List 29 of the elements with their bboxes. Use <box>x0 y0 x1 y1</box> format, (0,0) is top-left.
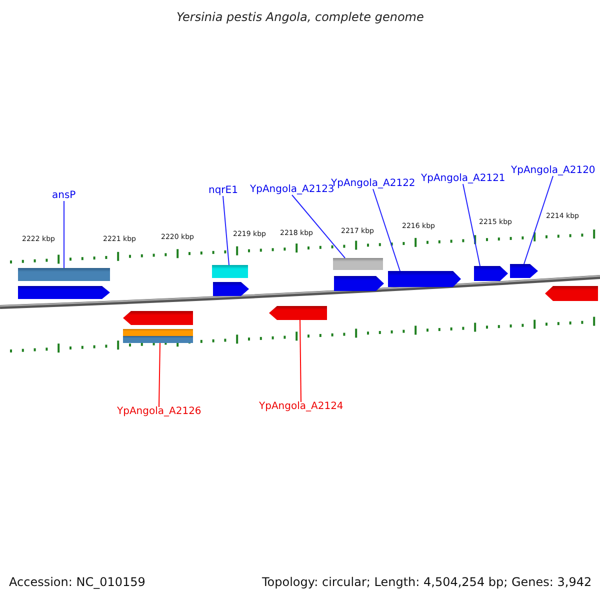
feature-bar <box>123 329 193 343</box>
gene-label: YpAngola_A2120 <box>511 166 596 176</box>
gene-block <box>388 271 461 287</box>
gene-block <box>545 286 598 301</box>
leader-line <box>372 188 400 272</box>
leader-line <box>158 342 160 408</box>
gene-block <box>334 276 384 291</box>
footer-text: Accession: NC_010159 <box>9 576 146 588</box>
feature-bar <box>212 265 248 278</box>
gene-block <box>18 286 110 299</box>
leader-line <box>300 320 302 402</box>
gene-block <box>510 264 538 278</box>
gene-label: ansP <box>52 191 76 201</box>
leader-line <box>462 184 480 266</box>
leader-line <box>222 196 230 266</box>
gene-block <box>269 306 327 320</box>
title: Yersinia pestis Angola, complete genome <box>176 11 424 23</box>
gene-label: YpAngola_A2126 <box>117 407 202 417</box>
gene-block <box>123 311 193 325</box>
leader-line <box>292 194 346 258</box>
feature-bar <box>333 258 383 270</box>
gene-label: nqrE1 <box>208 186 238 196</box>
gene-label: YpAngola_A2124 <box>259 402 344 412</box>
gene-label: YpAngola_A2121 <box>421 174 506 184</box>
gene-block <box>213 282 249 296</box>
leader-line <box>524 176 554 264</box>
footer-text: Topology: circular; Length: 4,504,254 bp; Genes: 3,942 <box>262 576 592 588</box>
feature-bar <box>18 268 110 281</box>
gene-block <box>474 266 508 281</box>
